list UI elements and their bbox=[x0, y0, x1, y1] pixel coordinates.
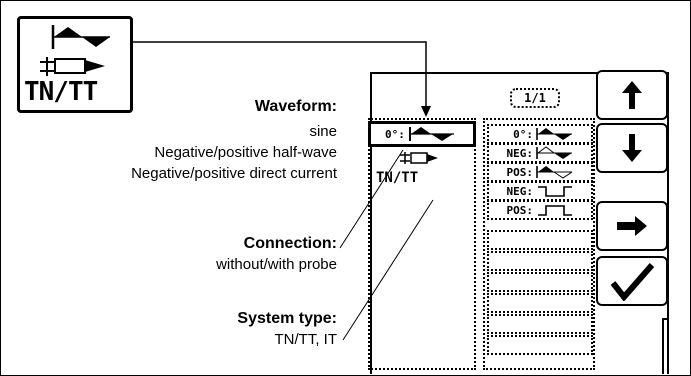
up-arrow-icon bbox=[622, 81, 642, 109]
selected-system-label: TN/TT bbox=[376, 170, 419, 186]
waveform-heading: Waveform: bbox=[254, 98, 337, 115]
waveform-option-label: NEG: bbox=[506, 184, 534, 198]
empty-option-slot bbox=[487, 314, 593, 334]
empty-option-slot bbox=[487, 230, 593, 250]
empty-option-slot bbox=[487, 251, 593, 271]
empty-option-slot bbox=[487, 293, 593, 313]
connection-heading: Connection: bbox=[243, 235, 337, 252]
selected-waveform-label: 0°: bbox=[385, 127, 405, 141]
empty-option-slot bbox=[487, 335, 593, 355]
up-button[interactable] bbox=[596, 70, 668, 120]
waveform-option-pos-half[interactable]: POS: bbox=[487, 162, 593, 182]
connection-line: without/with probe bbox=[216, 256, 337, 273]
waveform-option-label: POS: bbox=[506, 203, 534, 217]
waveform-option-label: NEG: bbox=[506, 146, 534, 160]
sine-wave-icon bbox=[408, 127, 454, 141]
waveform-option-label: 0°: bbox=[513, 127, 533, 141]
system-heading: System type: bbox=[237, 310, 337, 327]
neg-half-wave-icon bbox=[536, 146, 572, 159]
connection-annotation: Connection: without/with probe bbox=[216, 233, 337, 275]
down-arrow-icon bbox=[622, 134, 642, 162]
waveform-line-sine: sine bbox=[309, 123, 337, 140]
waveform-option-neg-half[interactable]: NEG: bbox=[487, 143, 593, 163]
options-column bbox=[483, 118, 595, 370]
confirm-button[interactable] bbox=[596, 256, 668, 306]
waveform-line-dc: Negative/positive direct current bbox=[131, 165, 337, 182]
page-indicator-text: 1/1 bbox=[524, 91, 546, 105]
probe-connection-icon bbox=[400, 152, 438, 164]
waveform-line-half-wave: Negative/positive half-wave bbox=[154, 144, 337, 161]
pos-dc-wave-icon bbox=[538, 205, 572, 216]
system-annotation: System type: TN/TT, IT bbox=[237, 308, 337, 350]
selected-column[interactable] bbox=[368, 118, 476, 370]
right-button[interactable] bbox=[596, 201, 668, 251]
empty-option-slot bbox=[487, 272, 593, 292]
neg-dc-wave-icon bbox=[538, 186, 572, 197]
scrollbar[interactable] bbox=[662, 318, 669, 374]
waveform-option-full[interactable]: 0°: bbox=[487, 124, 593, 144]
waveform-probe-icon bbox=[40, 25, 110, 76]
selected-waveform-cell[interactable]: 0°: bbox=[368, 121, 476, 147]
icon-box-label: TN/TT bbox=[24, 77, 98, 107]
device-screen bbox=[370, 72, 669, 374]
page-indicator: 1/1 bbox=[510, 88, 560, 108]
checkmark-icon bbox=[610, 263, 655, 301]
system-line: TN/TT, IT bbox=[274, 331, 338, 348]
down-button[interactable] bbox=[596, 123, 668, 173]
right-arrow-icon bbox=[617, 216, 647, 236]
waveform-option-pos-dc[interactable]: POS: bbox=[487, 200, 593, 220]
options-list: 0°: NEG: POS: NEG: POS: bbox=[483, 118, 595, 370]
mode-icon-box: TN/TT bbox=[17, 16, 133, 113]
waveform-option-label: POS: bbox=[506, 165, 534, 179]
full-wave-icon bbox=[536, 128, 572, 140]
waveform-option-neg-dc[interactable]: NEG: bbox=[487, 181, 593, 201]
waveform-annotation: Waveform: sine Negative/positive half-wa… bbox=[131, 96, 337, 184]
pos-half-wave-icon bbox=[536, 166, 573, 179]
